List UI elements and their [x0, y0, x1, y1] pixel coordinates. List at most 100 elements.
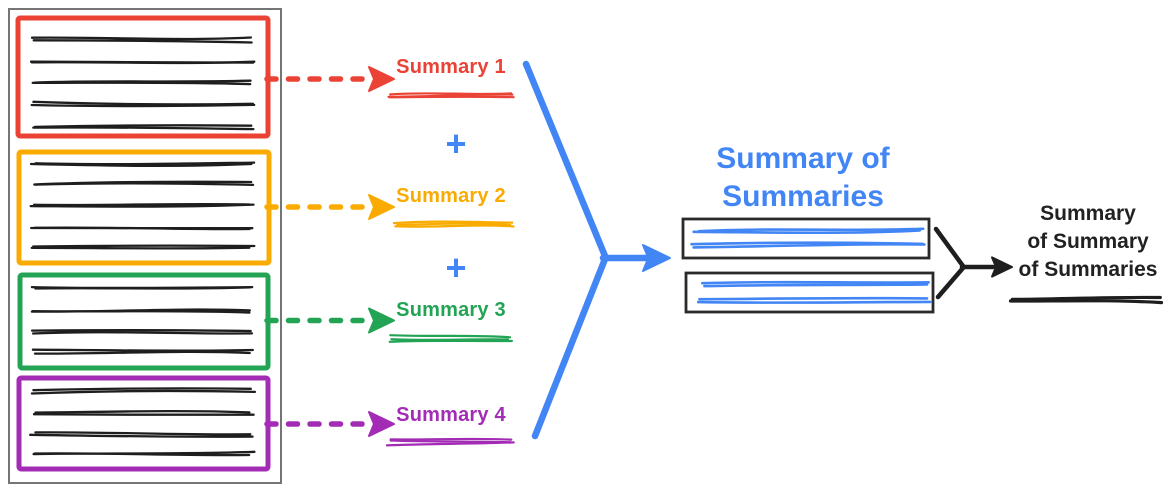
summary-of-summaries-box-2 — [684, 271, 935, 314]
scribble-stroke — [700, 280, 930, 285]
summary-of-summaries-title: Summary of Summaries — [666, 140, 940, 216]
scribble-stroke — [33, 350, 251, 355]
final-summary-title-line3: of Summaries — [1018, 258, 1158, 281]
scribble-stroke — [32, 39, 253, 44]
final-merge-line-bottom — [935, 265, 966, 300]
scribble-stroke — [396, 222, 512, 227]
chunk-4-text-line — [32, 450, 256, 457]
scribble-stroke — [29, 162, 253, 167]
summary-3-scribble — [388, 334, 513, 343]
sos-box2-scribble — [700, 280, 930, 288]
chunk-3-text-line — [30, 285, 254, 290]
final-merge-line-top — [933, 226, 966, 269]
scribble-stroke — [32, 387, 252, 392]
summary-1-scribble — [387, 92, 515, 99]
chunk-3-text-line — [31, 348, 254, 355]
scribble-stroke — [394, 224, 515, 228]
scribble-stroke — [385, 441, 515, 447]
scribble-stroke — [697, 227, 925, 233]
scribble-stroke — [33, 226, 251, 231]
summary-of-summaries-box-1 — [681, 217, 931, 260]
scribble-stroke — [34, 410, 251, 414]
scribble-stroke — [30, 389, 257, 395]
scribble-stroke — [389, 334, 512, 339]
merge-arrow-head — [642, 244, 671, 272]
merge-line-bottom — [531, 255, 609, 440]
scribble-stroke — [31, 81, 252, 86]
summary-of-summaries-title-line1: Summary of — [716, 142, 890, 175]
scribble-stroke — [692, 243, 926, 249]
dashed-arrow-2-head — [368, 194, 395, 220]
scribble-stroke — [31, 310, 251, 314]
scribble-stroke — [31, 348, 254, 352]
scribble-stroke — [32, 413, 255, 416]
summary-2-label: Summary 2 — [396, 185, 506, 207]
scribble-stroke — [32, 244, 256, 248]
chunk-2-text-line — [30, 226, 254, 231]
final-summary-title-line1: Summary — [1040, 202, 1136, 225]
chunk-1-text-line — [30, 100, 256, 108]
chunk-2-text-line — [29, 161, 256, 167]
chunk-1-text-line — [30, 36, 253, 44]
chunk-1-text-line — [29, 60, 256, 65]
scribble-stroke — [31, 331, 254, 335]
scribble-stroke — [34, 431, 252, 436]
summary-3-label: Summary 3 — [396, 299, 506, 321]
sos-box1-scribble — [692, 227, 925, 235]
summary-2-scribble — [392, 220, 515, 228]
scribble-stroke — [34, 286, 252, 290]
chunk-4-text-line — [29, 431, 254, 438]
summary-of-summaries-title-line2: Summaries — [722, 180, 884, 213]
scribble-stroke — [390, 338, 510, 341]
scribble-stroke — [30, 246, 251, 250]
summary-4-label: Summary 4 — [396, 404, 506, 426]
scribble-stroke — [33, 452, 251, 457]
sos-box1-scribble — [690, 241, 926, 249]
scribble-stroke — [30, 329, 252, 333]
chunk-1-text-line — [32, 124, 255, 131]
scribble-stroke — [30, 60, 256, 65]
chunk-1-text-line — [31, 79, 252, 86]
summary-4-scribble — [385, 437, 515, 447]
dashed-arrow-4-head — [368, 411, 395, 437]
chunk-2-text-line — [30, 244, 256, 250]
final-summary-scribble — [1008, 295, 1164, 305]
scribble-stroke — [698, 296, 929, 301]
plus-icon-1: + — [445, 123, 467, 164]
summary-1-label: Summary 1 — [396, 56, 506, 78]
scribble-stroke — [389, 437, 513, 441]
scribble-stroke — [29, 433, 254, 438]
merge-line-top — [522, 60, 609, 260]
scribble-stroke — [30, 36, 253, 41]
final-summary-title: Summary of Summary of Summaries — [1000, 200, 1170, 284]
document-chunk-1-box — [15, 15, 271, 139]
chunk-3-text-line — [30, 329, 254, 335]
final-arrow-head — [991, 256, 1013, 278]
scribble-stroke — [692, 229, 922, 235]
scribble-stroke — [32, 202, 251, 207]
scribble-stroke — [1008, 299, 1164, 305]
scribble-stroke — [392, 220, 514, 225]
source-document-frame — [8, 8, 282, 484]
sos-box2-scribble — [696, 296, 932, 304]
plus-icon-2: + — [445, 247, 467, 288]
final-summary-title-line2: of Summary — [1027, 230, 1149, 253]
scribble-stroke — [30, 103, 256, 108]
dashed-arrow-1-head — [368, 66, 395, 92]
chunk-2-text-line — [29, 202, 255, 208]
chunk-4-text-line — [30, 387, 257, 395]
scribble-stroke — [696, 300, 932, 304]
scribble-stroke — [32, 126, 255, 131]
dashed-arrow-3-head — [368, 307, 395, 334]
scribble-stroke — [388, 339, 513, 343]
chunk-4-text-line — [32, 410, 255, 416]
scribble-stroke — [29, 203, 255, 208]
scribble-stroke — [32, 100, 255, 106]
scribble-stroke — [703, 283, 929, 288]
chunk-2-text-line — [33, 180, 255, 187]
chunk-3-text-line — [30, 308, 251, 314]
scribble-stroke — [1010, 295, 1162, 301]
scribble-stroke — [388, 95, 515, 99]
